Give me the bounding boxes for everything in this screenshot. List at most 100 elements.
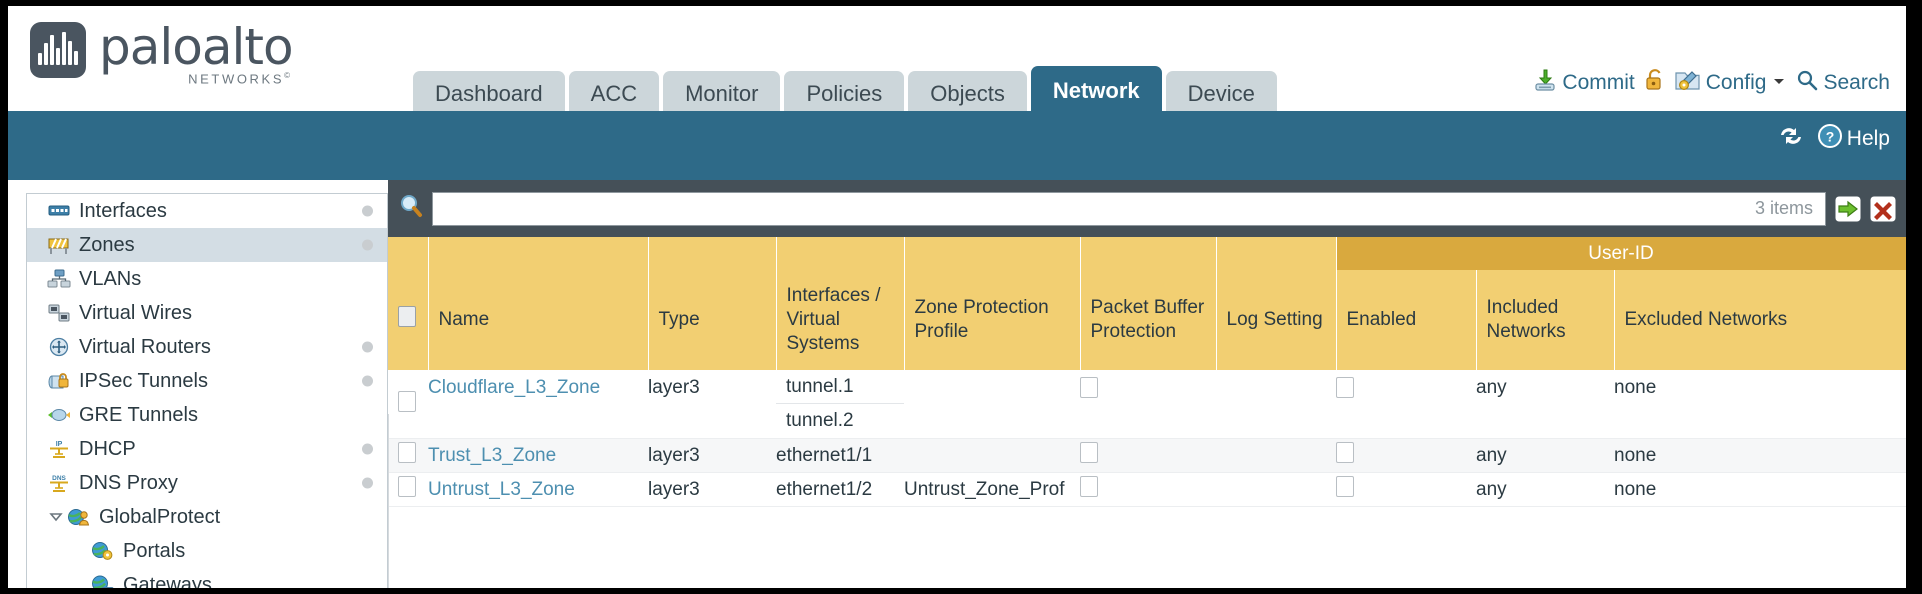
sidebar-item-portals[interactable]: Portals: [27, 534, 387, 568]
context-bar: ? Help: [8, 111, 1906, 180]
sidebar-item-gateways[interactable]: Gateways: [27, 568, 387, 588]
cell-excluded-networks: none: [1614, 438, 1906, 473]
cell-userid-enabled: [1336, 438, 1476, 473]
tab-policies[interactable]: Policies: [784, 71, 905, 116]
group-header-user-id: User-ID: [1336, 237, 1906, 270]
tab-network[interactable]: Network: [1030, 66, 1162, 116]
userid-enabled-checkbox[interactable]: [1336, 442, 1354, 463]
main-content: 3 items: [388, 180, 1906, 588]
tab-device[interactable]: Device: [1165, 71, 1277, 116]
help-icon: ?: [1817, 123, 1843, 155]
packet-buffer-protection-checkbox[interactable]: [1080, 476, 1098, 497]
tab-acc[interactable]: ACC: [568, 71, 660, 116]
tab-objects[interactable]: Objects: [908, 71, 1027, 116]
dns-proxy-icon: DNS: [47, 473, 71, 493]
clear-filter-icon[interactable]: [1870, 196, 1896, 222]
cell-type: layer3: [648, 370, 776, 439]
table-row[interactable]: Cloudflare_L3_Zone layer3 tunnel.1 tunne…: [388, 370, 1906, 439]
cell-type: layer3: [648, 438, 776, 473]
group-blank-zone-protection: [904, 237, 1081, 270]
refresh-icon[interactable]: [1777, 124, 1805, 154]
zones-table-head: User-ID Name Type Interfaces / Virtual S…: [388, 237, 1906, 370]
config-menu[interactable]: Config: [1675, 68, 1788, 98]
interface-entry: tunnel.2: [786, 410, 854, 431]
column-header-log-setting[interactable]: Log Setting: [1216, 270, 1337, 370]
cell-excluded-networks: none: [1614, 472, 1906, 507]
sidebar-item-vlans[interactable]: VLANs: [27, 262, 387, 296]
sidebar-item-label: IPSec Tunnels: [79, 369, 208, 392]
select-all-checkbox[interactable]: [398, 306, 416, 328]
sidebar-status-dot: [362, 477, 373, 489]
cell-name: Trust_L3_Zone: [428, 438, 648, 473]
table-column-header-row: Name Type Interfaces / Virtual Systems Z…: [388, 270, 1906, 370]
column-header-excluded-networks[interactable]: Excluded Networks: [1614, 270, 1906, 370]
column-header-name[interactable]: Name: [428, 270, 649, 370]
brand-name: paloalto: [99, 18, 294, 76]
commit-button[interactable]: Commit: [1533, 68, 1635, 98]
group-blank-select: [388, 237, 429, 270]
packet-buffer-protection-checkbox[interactable]: [1080, 442, 1098, 463]
sidebar-item-zones[interactable]: Zones: [27, 228, 387, 262]
app-header: paloalto NETWORKS© Dashboard ACC Monitor…: [8, 6, 1906, 116]
magnifier-icon[interactable]: [398, 193, 424, 224]
filter-input[interactable]: [439, 197, 1755, 220]
filter-toolbar: 3 items: [388, 180, 1906, 237]
collapse-triangle-icon[interactable]: [47, 509, 65, 525]
column-header-zone-protection-profile[interactable]: Zone Protection Profile: [904, 270, 1081, 370]
zone-name-link[interactable]: Cloudflare_L3_Zone: [428, 377, 601, 398]
help-button[interactable]: ? Help: [1817, 123, 1890, 155]
zones-table-wrap: User-ID Name Type Interfaces / Virtual S…: [388, 237, 1906, 588]
header-action-bar: Commit Config: [1533, 68, 1890, 98]
sidebar-item-label: Zones: [79, 233, 135, 256]
sidebar-status-dot: [362, 239, 373, 251]
commit-icon: [1533, 68, 1557, 98]
group-blank-name: [428, 237, 649, 270]
apply-filter-icon[interactable]: [1835, 196, 1861, 222]
packet-buffer-protection-checkbox[interactable]: [1080, 377, 1098, 398]
sidebar-item-interfaces[interactable]: Interfaces: [27, 194, 387, 228]
table-row[interactable]: Untrust_L3_Zone layer3 ethernet1/2 Untru…: [388, 472, 1906, 507]
row-checkbox[interactable]: [398, 390, 416, 412]
search-button[interactable]: Search: [1796, 69, 1890, 97]
userid-enabled-checkbox[interactable]: [1336, 476, 1354, 497]
sidebar-item-label: GlobalProtect: [99, 505, 221, 528]
column-header-packet-buffer-protection[interactable]: Packet Buffer Protection: [1080, 270, 1217, 370]
padlock-icon[interactable]: [1644, 68, 1666, 98]
row-checkbox[interactable]: [398, 476, 416, 497]
column-header-interfaces[interactable]: Interfaces / Virtual Systems: [776, 270, 905, 370]
column-header-included-networks[interactable]: Included Networks: [1476, 270, 1615, 370]
sidebar-item-globalprotect[interactable]: GlobalProtect: [27, 500, 387, 534]
row-checkbox[interactable]: [398, 442, 416, 463]
virtual-wires-icon: [47, 303, 71, 323]
cell-log-setting: [1216, 370, 1336, 439]
search-label: Search: [1823, 71, 1890, 94]
dhcp-icon: IP: [47, 439, 71, 459]
column-header-type[interactable]: Type: [648, 270, 777, 370]
cell-included-networks: any: [1476, 370, 1614, 439]
userid-enabled-checkbox[interactable]: [1336, 377, 1354, 398]
sidebar-item-ipsec-tunnels[interactable]: IPSec Tunnels: [27, 364, 387, 398]
sidebar-item-gre-tunnels[interactable]: GRE Tunnels: [27, 398, 387, 432]
sidebar-item-virtual-wires[interactable]: Virtual Wires: [27, 296, 387, 330]
cell-type: layer3: [648, 472, 776, 507]
filter-input-wrap[interactable]: 3 items: [432, 191, 1826, 226]
cell-name: Untrust_L3_Zone: [428, 472, 648, 507]
zone-name-link[interactable]: Trust_L3_Zone: [428, 444, 557, 466]
cell-packet-buffer-protection: [1080, 472, 1216, 507]
sidebar-item-dhcp[interactable]: IP DHCP: [27, 432, 387, 466]
brand-subtitle: NETWORKS©: [188, 71, 292, 86]
commit-label: Commit: [1562, 71, 1635, 94]
table-row[interactable]: Trust_L3_Zone layer3 ethernet1/1 any: [388, 438, 1906, 473]
column-header-userid-enabled[interactable]: Enabled: [1336, 270, 1477, 370]
row-select-cell: [388, 472, 428, 507]
brand-subtitle-text: NETWORKS: [188, 71, 285, 87]
sidebar-item-dns-proxy[interactable]: DNS DNS Proxy: [27, 466, 387, 500]
zone-name-link[interactable]: Untrust_L3_Zone: [428, 478, 575, 500]
tab-dashboard[interactable]: Dashboard: [413, 71, 565, 116]
network-sidebar[interactable]: Interfaces Zones VLANs Virtual Wires: [26, 193, 388, 588]
tab-monitor[interactable]: Monitor: [663, 71, 781, 116]
row-select-cell: [388, 370, 428, 439]
app-page: paloalto NETWORKS© Dashboard ACC Monitor…: [8, 6, 1906, 588]
sidebar-item-virtual-routers[interactable]: Virtual Routers: [27, 330, 387, 364]
